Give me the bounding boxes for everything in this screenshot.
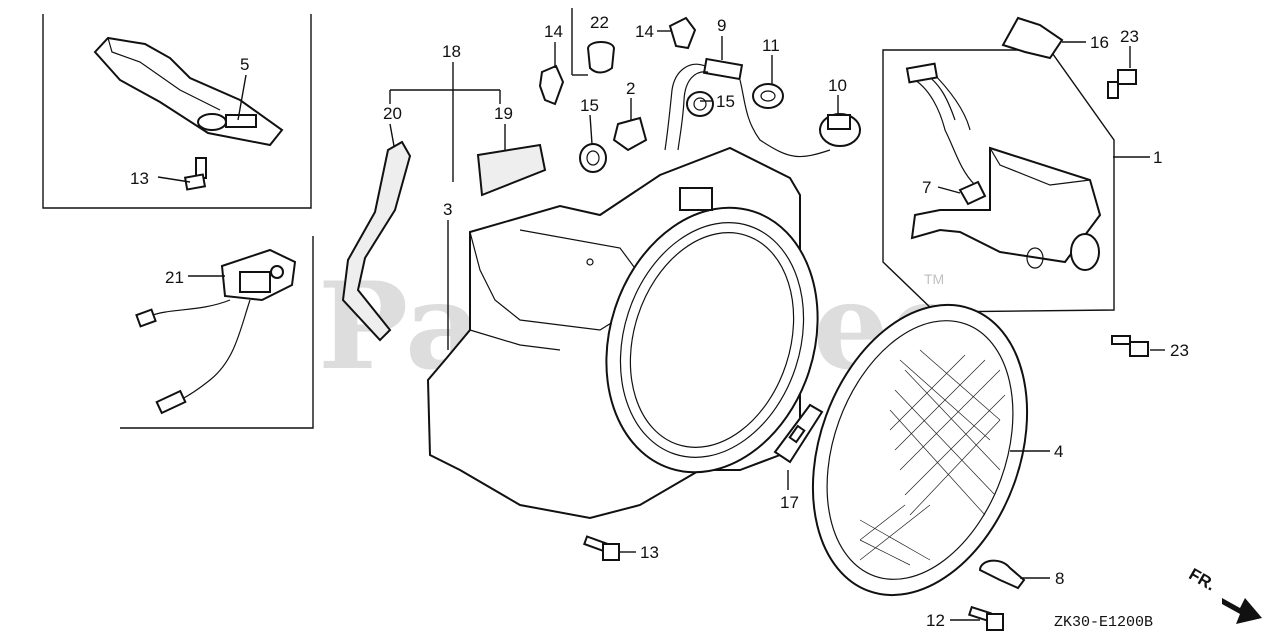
- part-15-grommet-right[interactable]: [686, 91, 714, 117]
- callout-4: 4: [1054, 442, 1063, 461]
- part-11-grommet[interactable]: [752, 83, 784, 109]
- inset-frame-bottom-left: [120, 236, 314, 429]
- callout-20: 20: [383, 104, 402, 123]
- callout-23-bottom: 23: [1170, 341, 1189, 360]
- diagram-code: ZK30-E1200B: [1054, 614, 1153, 631]
- callout-13-bottom: 13: [640, 543, 659, 562]
- callout-16: 16: [1090, 33, 1109, 52]
- callout-18: 18: [442, 42, 461, 61]
- callout-2: 2: [626, 79, 635, 98]
- callout-19: 19: [494, 104, 513, 123]
- callout-14-left: 14: [544, 22, 563, 41]
- front-direction-label: FR.: [1186, 564, 1219, 594]
- part-12-bolt[interactable]: [967, 605, 1004, 631]
- part-17-bracket[interactable]: [773, 403, 824, 464]
- callout-1: 1: [1153, 148, 1162, 167]
- callout-10: 10: [828, 76, 847, 95]
- callout-11: 11: [762, 36, 780, 55]
- callout-3: 3: [443, 200, 452, 219]
- leader-lines: [157, 8, 1165, 621]
- part-14-clip-right[interactable]: [668, 16, 697, 50]
- part-13-bolt-bottom[interactable]: [583, 535, 620, 561]
- part-4-screen[interactable]: [775, 275, 1066, 625]
- callout-9: 9: [717, 16, 726, 35]
- part-8-clamp[interactable]: [978, 559, 1026, 590]
- part-16-clamp[interactable]: [1001, 16, 1064, 60]
- inset-frame-top-left: [42, 14, 312, 209]
- callout-12: 12: [926, 611, 945, 630]
- part-20-seal[interactable]: [341, 140, 412, 342]
- part-7-clip[interactable]: [958, 180, 987, 206]
- part-3-fan-cover[interactable]: [426, 146, 851, 520]
- part-9-harness[interactable]: [664, 57, 831, 158]
- part-1-bracket-assembly[interactable]: [905, 62, 1102, 271]
- part-21-sensor[interactable]: [135, 248, 297, 415]
- arrow-icon: [1222, 598, 1262, 624]
- part-23-bolt-bottom[interactable]: [1111, 335, 1149, 357]
- callout-5: 5: [240, 55, 249, 74]
- front-direction-marker: FR.: [1186, 564, 1262, 624]
- part-15-grommet-left[interactable]: [579, 143, 607, 173]
- part-5-plate[interactable]: [93, 36, 284, 147]
- part-13-bolt-top[interactable]: [183, 157, 207, 191]
- part-14-clip-left[interactable]: [538, 64, 565, 106]
- callout-labels: 5 13 21 18 20 19 3 14 22 14 9 11 10 2 15…: [130, 13, 1189, 630]
- callout-8: 8: [1055, 569, 1064, 588]
- callout-7: 7: [922, 178, 931, 197]
- callout-22: 22: [590, 13, 609, 32]
- watermark-trademark: TM: [924, 271, 944, 287]
- callout-21: 21: [165, 268, 184, 287]
- callout-15-right: 15: [716, 92, 735, 111]
- part-10-switch[interactable]: [819, 113, 861, 147]
- callout-23-top: 23: [1120, 27, 1139, 46]
- part-4-mesh: [859, 349, 1006, 566]
- callout-14-right: 14: [635, 22, 654, 41]
- part-23-bolt-top[interactable]: [1107, 69, 1137, 99]
- callout-17: 17: [780, 493, 799, 512]
- part-19-seal[interactable]: [476, 143, 547, 197]
- part-2-clamp[interactable]: [612, 116, 648, 152]
- part-22-cap[interactable]: [586, 41, 616, 74]
- callout-13-top: 13: [130, 169, 149, 188]
- callout-15-left: 15: [580, 96, 599, 115]
